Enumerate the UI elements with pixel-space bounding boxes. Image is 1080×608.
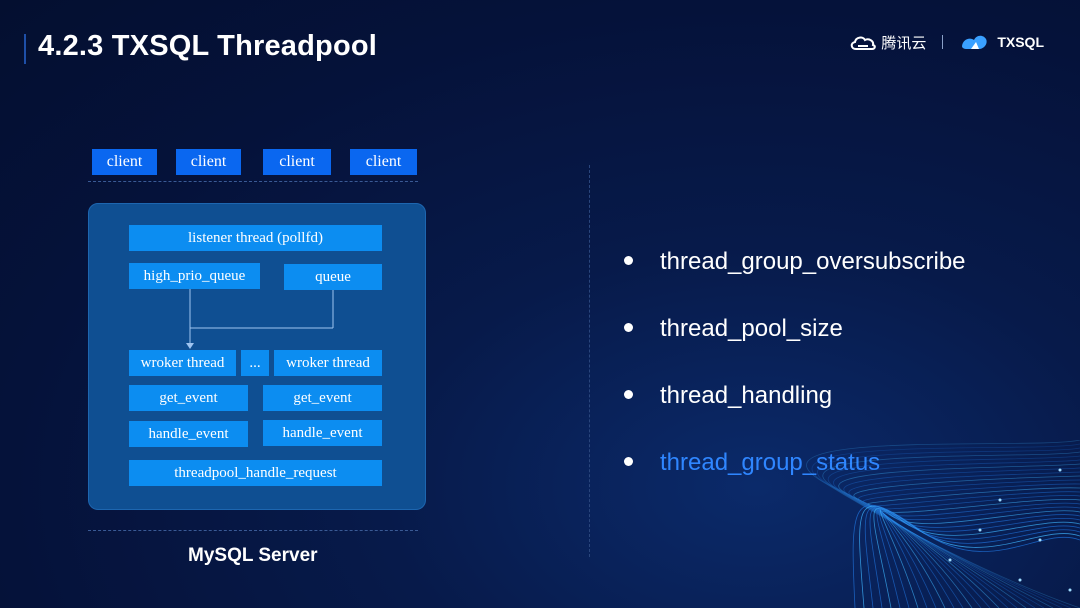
bullet-text: thread_pool_size	[660, 311, 843, 347]
listener-thread-block: listener thread (pollfd)	[129, 225, 382, 251]
txsql-wordmark: TXSQL	[997, 34, 1044, 50]
bullet-text: thread_handling	[660, 378, 832, 414]
worker-thread-left-block: wroker thread	[129, 350, 236, 376]
client-box-3: client	[263, 149, 331, 175]
wave-dot	[1069, 589, 1072, 592]
client-box-2: client	[176, 149, 241, 175]
tencent-cloud-icon	[849, 33, 877, 51]
bullet-item-pool-size: thread_pool_size	[624, 311, 966, 378]
wave-line	[872, 492, 1080, 608]
wave-dot	[949, 559, 952, 562]
wave-dot	[1039, 539, 1042, 542]
wave-dot	[979, 529, 982, 532]
bullet-text: thread_group_oversubscribe	[660, 244, 966, 280]
client-box-4: client	[350, 149, 417, 175]
get-event-left-block: get_event	[129, 385, 248, 411]
handle-event-right-block: handle_event	[263, 420, 382, 446]
wave-line	[859, 480, 1080, 608]
wave-line	[823, 452, 1080, 608]
wave-dot	[1019, 579, 1022, 582]
bullet-dot	[624, 256, 633, 265]
bullet-dot	[624, 390, 633, 399]
wave-line	[812, 444, 1080, 608]
client-divider	[88, 181, 418, 182]
get-event-right-block: get_event	[263, 385, 382, 411]
wave-dot	[999, 499, 1002, 502]
wave-line	[870, 508, 1080, 608]
wave-dot	[1059, 469, 1062, 472]
title-accent-bar	[24, 34, 26, 64]
server-divider	[88, 530, 418, 531]
wave-line	[865, 507, 1080, 608]
worker-ellipsis-block: ...	[241, 350, 269, 376]
threadpool-handle-request-block: threadpool_handle_request	[129, 460, 382, 486]
txsql-bird-icon	[959, 31, 989, 53]
bullet-item-oversubscribe: thread_group_oversubscribe	[624, 244, 966, 311]
worker-thread-right-block: wroker thread	[274, 350, 382, 376]
vertical-divider	[589, 165, 590, 557]
handle-event-left-block: handle_event	[129, 421, 248, 447]
mysql-server-label: MySQL Server	[188, 545, 318, 567]
high-prio-queue-block: high_prio_queue	[129, 263, 260, 289]
slide-title: 4.2.3 TXSQL Threadpool	[38, 30, 377, 63]
logo-separator	[942, 35, 943, 49]
client-box-1: client	[92, 149, 157, 175]
bullet-item-handling: thread_handling	[624, 378, 966, 445]
logo-group: 腾讯云 TXSQL	[849, 28, 1044, 56]
queue-block: queue	[284, 264, 382, 290]
bullet-dot	[624, 457, 633, 466]
tencent-cloud-wordmark: 腾讯云	[881, 32, 926, 53]
bullet-dot	[624, 323, 633, 332]
decorative-wave-mesh	[700, 440, 1080, 608]
wave-line	[844, 468, 1080, 608]
